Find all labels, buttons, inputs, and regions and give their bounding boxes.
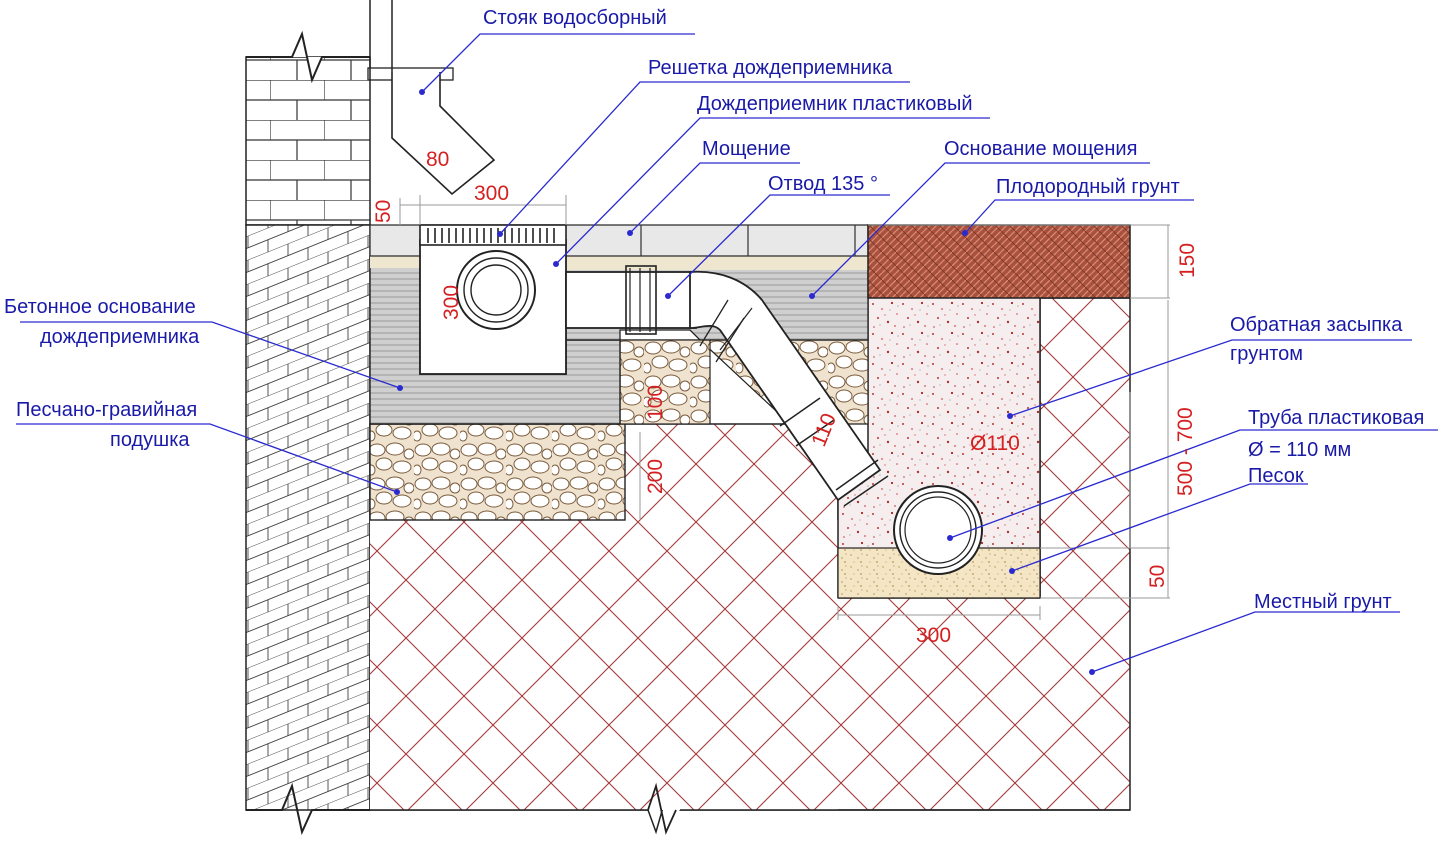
label-backfill-1: Обратная засыпка [1230, 314, 1403, 336]
dim-top-50: 50 [372, 200, 395, 223]
grate [419, 224, 567, 246]
label-native-soil: Местный грунт [1254, 591, 1392, 613]
labels: Стояк водосборный Решетка дождеприемника… [4, 7, 1424, 613]
label-backfill-2: грунтом [1230, 343, 1303, 365]
brick-wall-face [245, 56, 371, 226]
label-concrete-base-2: дождеприемника [40, 326, 200, 348]
dim-grate-300: 300 [474, 182, 509, 205]
label-paving: Мощение [702, 138, 791, 160]
label-riser: Стояк водосборный [483, 7, 667, 29]
dim-pipe-dia: Ø110 [970, 432, 1020, 455]
wall-section [245, 224, 371, 811]
label-pipe-2: Ø = 110 мм [1248, 439, 1351, 461]
catch-basin-body [419, 239, 567, 375]
dim-depth: 500 - 700 [1174, 407, 1197, 496]
label-topsoil: Плодородный грунт [996, 176, 1180, 198]
label-gravel-1: Песчано-гравийная [16, 399, 197, 421]
trench-pipe [893, 485, 983, 575]
label-concrete-base-1: Бетонное основание [4, 296, 196, 318]
dim-soil-150: 150 [1176, 243, 1199, 278]
label-sand: Песок [1248, 465, 1304, 487]
elbow-135 [689, 270, 889, 507]
dim-inlet-300: 300 [440, 285, 463, 320]
downspout-riser [367, 0, 496, 196]
dim-cushion-200: 200 [644, 459, 667, 494]
dimension-lines [399, 195, 1170, 620]
label-elbow: Отвод 135 ° [768, 173, 878, 195]
topsoil-layer [867, 224, 1131, 299]
dim-trench-300: 300 [916, 624, 951, 647]
label-paving-base: Основание мощения [944, 138, 1137, 160]
label-gravel-2: подушка [110, 429, 190, 451]
wall-break-marks [246, 30, 370, 836]
label-inlet: Дождеприемник пластиковый [697, 93, 973, 115]
dim-sand-50: 50 [1146, 565, 1169, 588]
dim-riser-80: 80 [426, 148, 449, 171]
gravel-cushion [369, 423, 626, 521]
leader-lines [16, 33, 1438, 675]
label-pipe-1: Труба пластиковая [1248, 407, 1424, 429]
label-grate: Решетка дождеприемника [648, 57, 893, 79]
outlet-pipe [565, 265, 697, 335]
dim-gravel-100: 100 [644, 385, 667, 420]
